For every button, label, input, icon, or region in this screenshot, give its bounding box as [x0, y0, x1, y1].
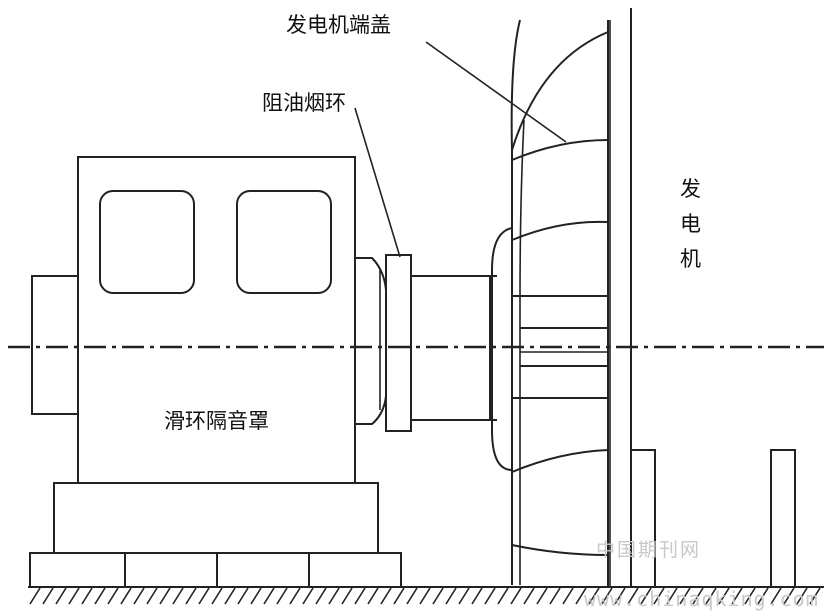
watermark-line1: 中国期刊网: [596, 539, 701, 561]
hatch-line: [224, 587, 236, 605]
label-generator-1: 发: [680, 177, 701, 201]
hatch-line: [419, 587, 431, 605]
hatch-line: [328, 587, 340, 605]
hatch-line: [744, 587, 756, 605]
label-generator-2: 电: [680, 212, 701, 236]
left-shaft-stub: [31, 275, 79, 415]
hatch-line: [445, 587, 457, 605]
hatch-line: [783, 587, 795, 605]
hatch-line: [302, 587, 314, 605]
end-cover-arc-2: [511, 139, 609, 161]
hatch-line: [250, 587, 262, 605]
hatch-line: [679, 587, 691, 605]
hatch-line: [172, 587, 184, 605]
hatch-line: [731, 587, 743, 605]
hatch-line: [471, 587, 483, 605]
hatch-line: [211, 587, 223, 605]
oil-ring: [385, 254, 412, 432]
hatch-line: [757, 587, 769, 605]
hatch-line: [406, 587, 418, 605]
label-slip-ring-cover: 滑环隔音罩: [164, 409, 269, 433]
end-cover-arc-1: [511, 31, 609, 151]
hatch-line: [289, 587, 301, 605]
hatch-line: [263, 587, 275, 605]
hatch-line: [601, 587, 613, 605]
base-foot-3: [216, 552, 310, 588]
hatch-line: [549, 587, 561, 605]
end-cover-arc-5: [511, 544, 609, 556]
hatch-line: [705, 587, 717, 605]
hatch-line: [354, 587, 366, 605]
hatch-line: [120, 587, 132, 605]
shaft-collar: [355, 257, 387, 425]
hatch-line: [588, 587, 600, 605]
hatch-line: [367, 587, 379, 605]
hatch-line: [562, 587, 574, 605]
end-cover-inner-left: [519, 119, 525, 585]
hatch-line: [523, 587, 535, 605]
hatch-line: [796, 587, 808, 605]
label-end-cover: 发电机端盖: [286, 13, 391, 37]
hatch-line: [107, 587, 119, 605]
hatch-line: [29, 587, 41, 605]
hatch-line: [81, 587, 93, 605]
hatch-line: [146, 587, 158, 605]
end-cover-arc-3: [511, 220, 609, 241]
label-generator-3: 机: [680, 247, 701, 271]
hatch-line: [692, 587, 704, 605]
hatch-line: [575, 587, 587, 605]
hatch-line: [666, 587, 678, 605]
hatch-line: [484, 587, 496, 605]
base-foot-4: [308, 552, 402, 588]
hatch-line: [497, 587, 509, 605]
hatch-line: [315, 587, 327, 605]
base-plinth: [53, 482, 379, 554]
end-cover-hub: [491, 227, 513, 471]
watermark-line2: www.chinaqking.com: [584, 587, 819, 611]
hatch-line: [237, 587, 249, 605]
hatch-line: [393, 587, 405, 605]
hatch-line: [614, 587, 626, 605]
end-cover-arc-4: [511, 449, 609, 473]
hatch-line: [94, 587, 106, 605]
hatch-line: [627, 587, 639, 605]
hatch-line: [640, 587, 652, 605]
hatch-line: [341, 587, 353, 605]
hatch-line: [159, 587, 171, 605]
label-oil-ring: 阻油烟环: [262, 91, 346, 115]
leader-oil-ring: [354, 107, 401, 258]
ground-hatch: [29, 587, 821, 605]
hatch-line: [653, 587, 665, 605]
hatch-line: [198, 587, 210, 605]
hatch-line: [432, 587, 444, 605]
end-cover-outer: [510, 19, 521, 585]
hatch-line: [458, 587, 470, 605]
hatch-line: [133, 587, 145, 605]
window-left: [99, 190, 195, 294]
hatch-line: [185, 587, 197, 605]
base-foot-1: [29, 552, 126, 588]
hatch-line: [718, 587, 730, 605]
hatch-line: [809, 587, 821, 605]
leader-end-cover: [425, 41, 567, 143]
hatch-line: [380, 587, 392, 605]
hatch-line: [510, 587, 522, 605]
hatch-line: [536, 587, 548, 605]
base-foot-2: [124, 552, 218, 588]
right-post-2: [770, 449, 796, 588]
hatch-line: [770, 587, 782, 605]
hatch-line: [68, 587, 80, 605]
window-right: [236, 190, 332, 294]
right-post-1: [630, 449, 656, 588]
hatch-line: [42, 587, 54, 605]
hatch-line: [276, 587, 288, 605]
hatch-line: [55, 587, 67, 605]
